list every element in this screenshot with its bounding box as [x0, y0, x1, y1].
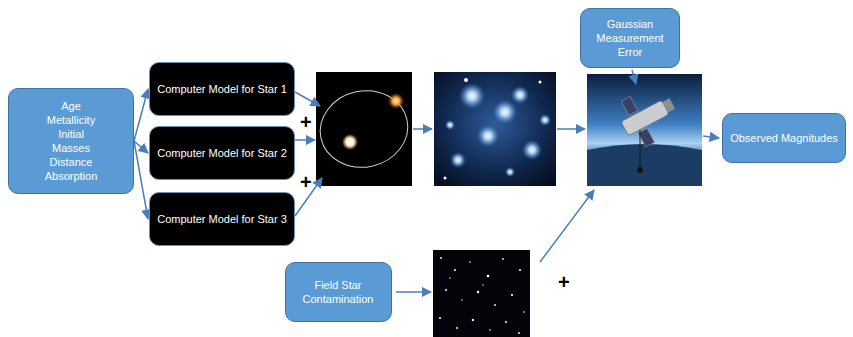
star	[518, 332, 520, 334]
plus-sign: +	[300, 172, 312, 192]
flow-arrow	[396, 291, 431, 293]
star-cluster-image	[434, 72, 556, 186]
box-text: Field Star Contamination	[296, 278, 380, 306]
star	[469, 261, 471, 263]
flow-arrow	[295, 92, 320, 106]
star	[539, 81, 542, 84]
error-box: Gaussian Measurement Error	[580, 8, 680, 68]
star	[439, 317, 441, 319]
star	[477, 125, 499, 147]
field-star-image	[433, 250, 530, 337]
telescope-door	[662, 98, 675, 112]
solar-panel	[638, 128, 654, 147]
star	[445, 289, 447, 291]
box-text: Age Metallicity Initial Masses Distance …	[40, 99, 102, 183]
star	[477, 291, 479, 293]
parameter-box: Age Metallicity Initial Masses Distance …	[8, 88, 134, 194]
star	[482, 284, 483, 285]
star	[523, 311, 525, 313]
image-ground	[433, 250, 530, 337]
star	[494, 304, 496, 306]
model-box: Computer Model for Star 3	[149, 192, 295, 246]
tether-end	[637, 167, 643, 173]
binary-star-image	[313, 72, 415, 186]
star	[454, 269, 456, 271]
star	[522, 140, 542, 160]
output-box: Observed Magnitudes	[722, 113, 846, 163]
solar-panel	[621, 96, 637, 115]
star	[489, 329, 491, 331]
star	[539, 114, 551, 126]
star	[511, 294, 513, 296]
star	[450, 152, 466, 168]
box-text: Observed Magnitudes	[730, 131, 838, 145]
star	[487, 275, 490, 278]
flow-arrow	[632, 70, 636, 84]
earth	[587, 144, 702, 186]
box-text: Gaussian Measurement Error	[593, 17, 667, 59]
orbit	[313, 83, 415, 176]
input-box: Field Star Contamination	[285, 262, 392, 322]
star	[472, 319, 474, 321]
plus-sign: +	[558, 272, 570, 292]
box-text: Computer Model for Star 1	[157, 82, 287, 96]
telescope-image	[587, 74, 702, 186]
flow-arrow	[134, 141, 148, 219]
star	[505, 321, 507, 323]
star	[444, 177, 447, 180]
star	[342, 134, 358, 150]
star	[519, 269, 521, 271]
star	[493, 100, 517, 124]
star	[505, 167, 515, 177]
star	[459, 83, 485, 109]
flow-arrow	[413, 128, 432, 130]
flow-arrow	[295, 139, 315, 141]
star	[449, 277, 450, 278]
star	[456, 327, 458, 329]
image-ground	[316, 72, 412, 186]
star	[511, 86, 529, 104]
tether	[640, 130, 641, 168]
box-text: Computer Model for Star 2	[157, 146, 287, 160]
flow-arrow	[703, 136, 719, 138]
flow-arrow	[134, 89, 148, 141]
star	[440, 257, 442, 259]
model-box: Computer Model for Star 2	[149, 126, 295, 180]
star	[464, 78, 468, 82]
model-box: Computer Model for Star 1	[149, 62, 295, 116]
star	[388, 93, 404, 109]
image-ground	[587, 74, 702, 186]
image-ground	[434, 72, 556, 186]
plus-sign: +	[300, 112, 312, 132]
flow-arrow	[540, 190, 594, 262]
star	[502, 258, 504, 260]
star	[445, 120, 455, 130]
flow-arrow	[557, 128, 585, 130]
box-text: Computer Model for Star 3	[157, 212, 287, 226]
star	[461, 299, 463, 301]
